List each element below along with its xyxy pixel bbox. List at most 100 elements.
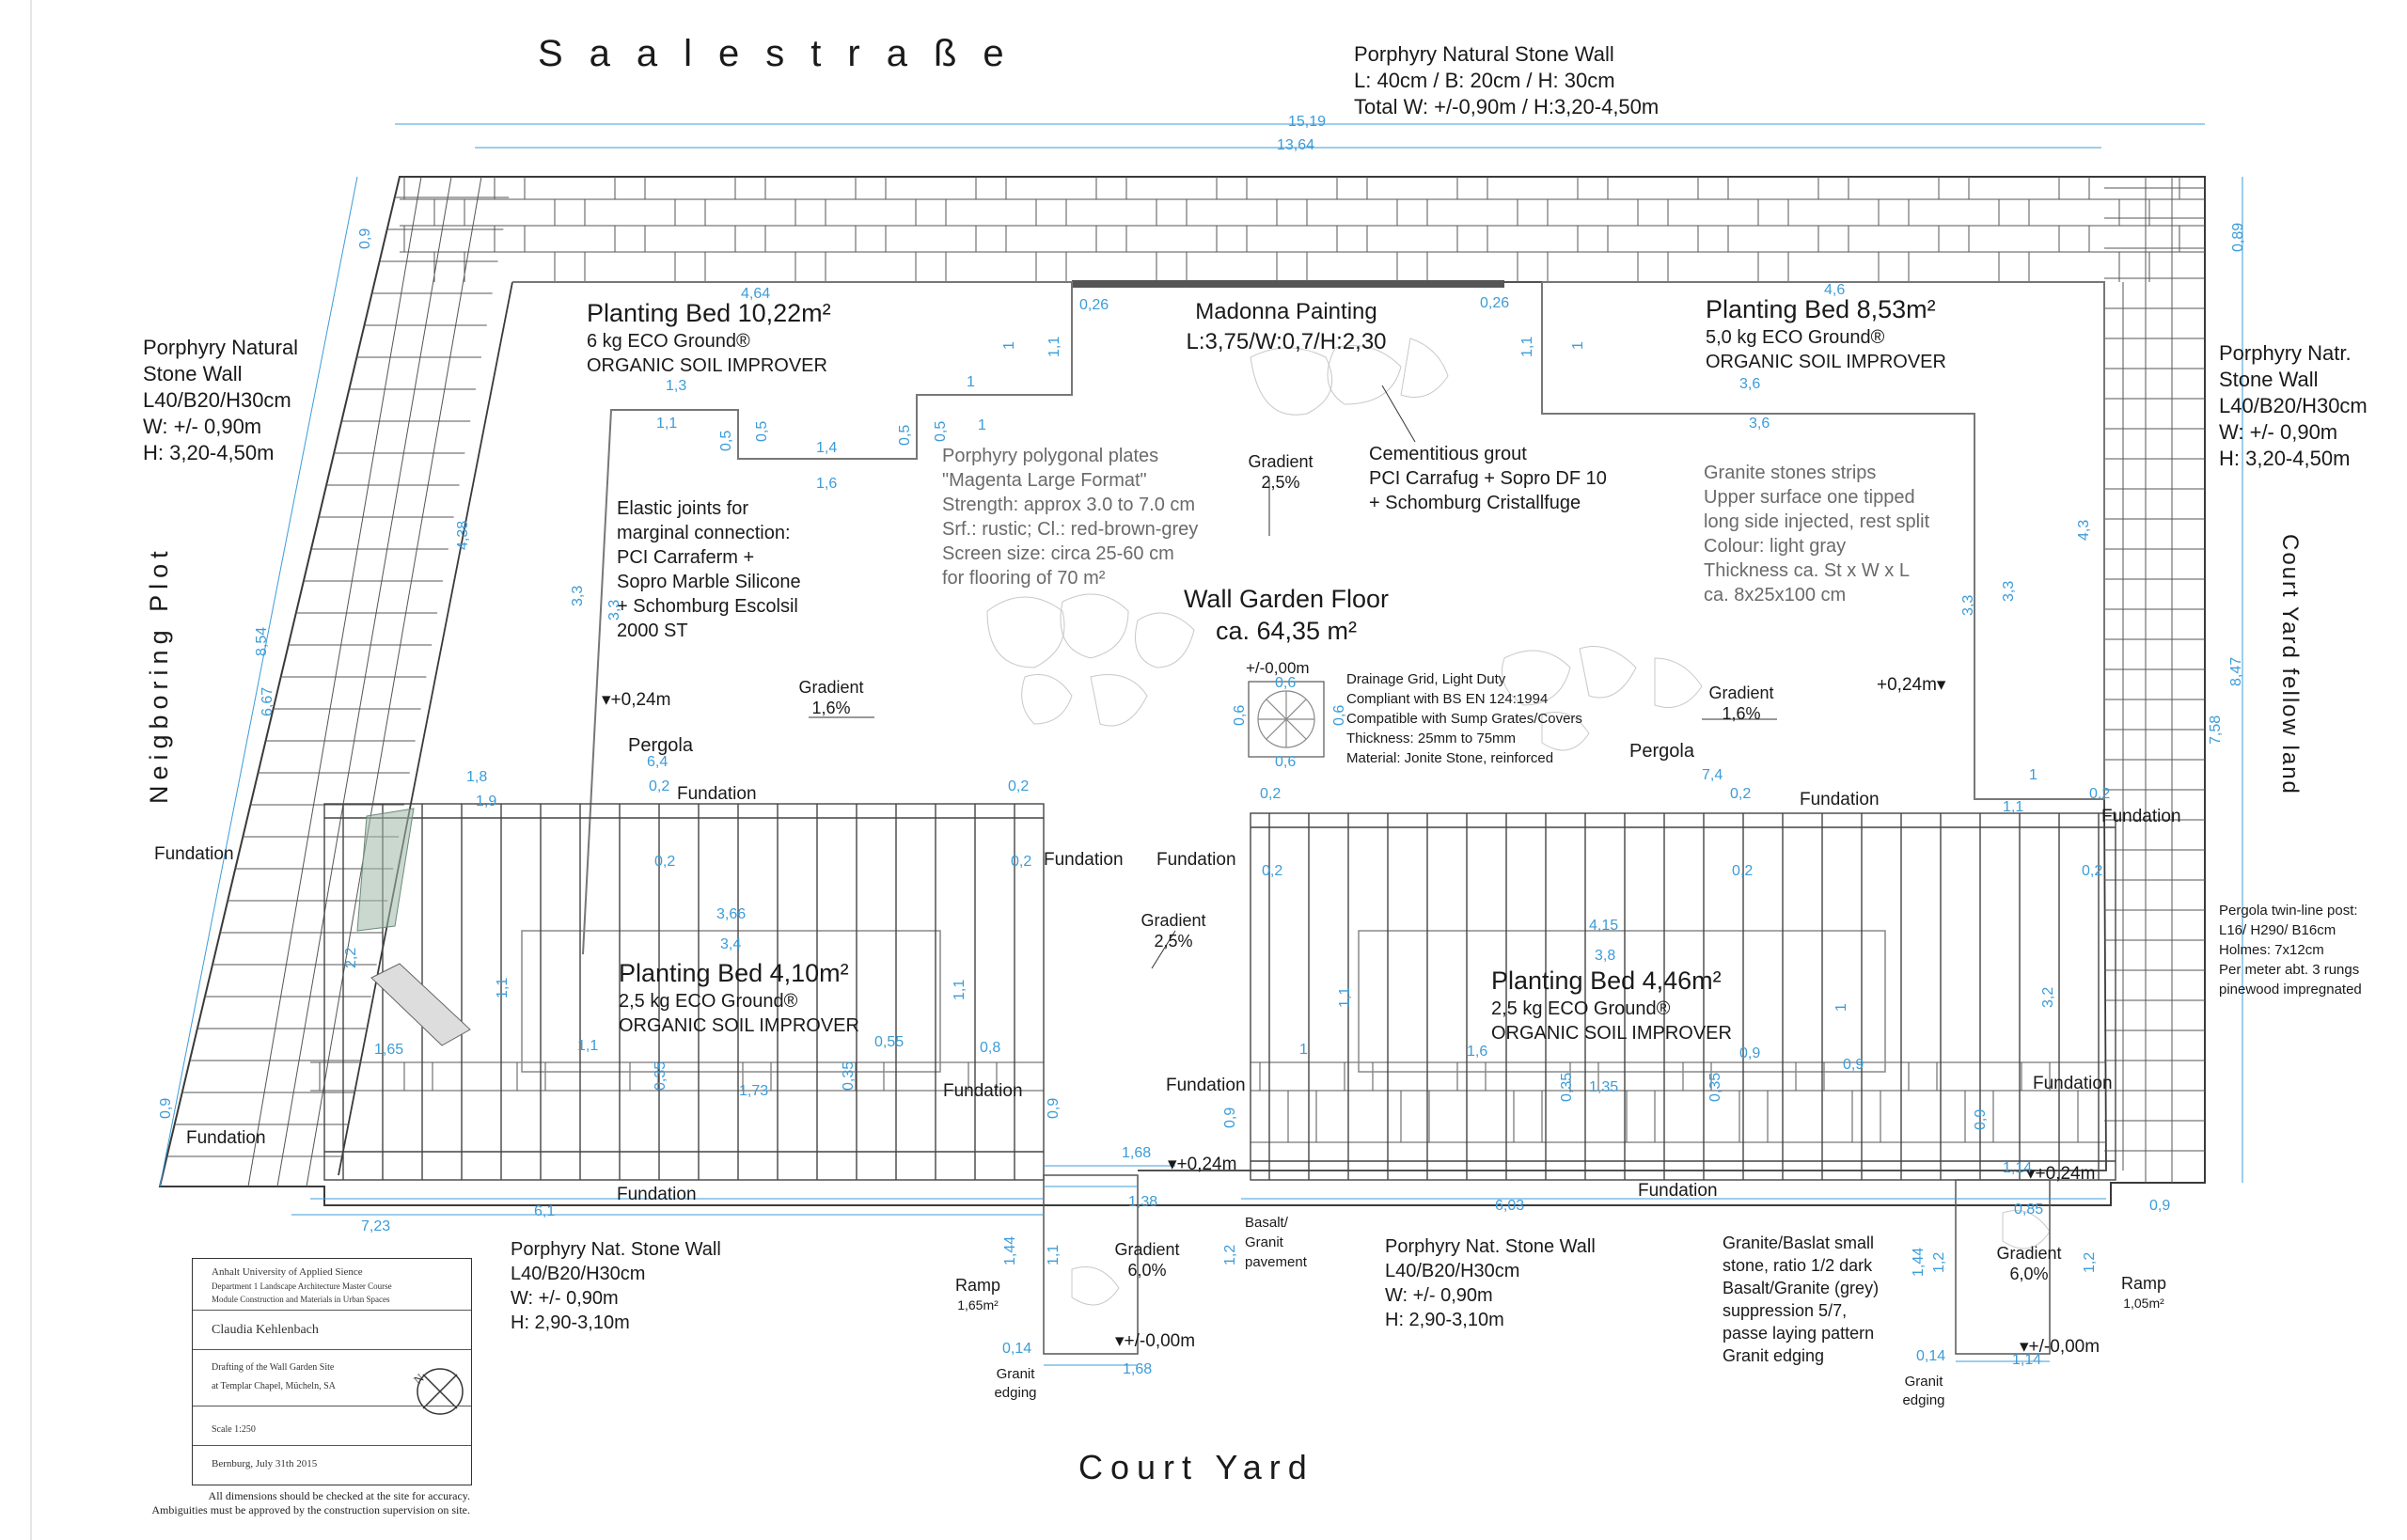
note-line: Pergola twin-line post:: [2219, 903, 2358, 919]
dim-label: 1,4: [816, 440, 838, 456]
madonna-painting-label: Madonna Painting L:3,75/W:0,7/H:2,30: [1155, 297, 1418, 357]
left-wall-line: H: 3,20-4,50m: [143, 441, 275, 464]
level-value: +0,24m: [1176, 1155, 1237, 1174]
level-marker: +0,24m▾: [1877, 673, 1945, 698]
bottom-left-wall-line: L40/B20/H30cm: [511, 1264, 646, 1284]
edging-word: Granit: [996, 1366, 1035, 1382]
note-line: Colour: light gray: [1704, 536, 1847, 557]
top-wall-note: Porphyry Natural Stone Wall L: 40cm / B:…: [1354, 41, 1659, 120]
madonna-painting-bar: [1072, 280, 1504, 288]
top-wall-dims: L: 40cm / B: 20cm / H: 30cm: [1354, 69, 1615, 92]
dim-label: 6,4: [647, 754, 669, 770]
bed-line: ORGANIC SOIL IMPROVER: [1491, 1023, 1732, 1044]
dim-label: 3,66: [716, 906, 747, 922]
tb-scale: Scale 1:250: [212, 1424, 256, 1435]
dim-label: 1,14: [2003, 1160, 2033, 1176]
elastic-joints-note: Elastic joints for marginal connection: …: [617, 496, 801, 643]
dim-label: 4,38: [455, 520, 471, 550]
fundation-label: Fundation: [1166, 1076, 1246, 1095]
footnote: All dimensions should be checked at the …: [150, 1489, 470, 1517]
planting-bed-853-outline: [1541, 281, 2105, 800]
level-marker: ▾+/-0,00m: [1115, 1329, 1195, 1354]
dim-label: 7,4: [1702, 767, 1723, 783]
dim-label: 3,6: [1749, 416, 1770, 432]
dim-label: 1,3: [666, 378, 687, 394]
note-line: ca. 8x25x100 cm: [1704, 585, 1847, 605]
gradient-value: 1,6%: [1722, 704, 1761, 723]
tb-location: at Templar Chapel, Mücheln, SA: [212, 1381, 336, 1391]
ramp-right: [1955, 1179, 2051, 1355]
dim-label: 4,15: [1589, 918, 1619, 934]
fundation-label: Fundation: [1156, 850, 1236, 870]
dim-label: 1: [967, 374, 975, 390]
gradient-word: Gradient: [1141, 911, 1206, 930]
gradient-word: Gradient: [798, 678, 864, 697]
level-marker-drain: +/-0,00m: [1246, 659, 1310, 677]
bottom-mid-wall-line: H: 2,90-3,10m: [1385, 1310, 1504, 1330]
bed-line: ORGANIC SOIL IMPROVER: [619, 1015, 859, 1036]
note-line: for flooring of 70 m²: [942, 568, 1106, 589]
note-line: Granit: [1245, 1234, 1283, 1250]
tb-author: Claudia Kehlenbach: [212, 1323, 319, 1337]
note-line: Strength: approx 3.0 to 7.0 cm: [942, 495, 1196, 515]
right-wall-stones: [2122, 177, 2173, 1183]
left-wall-note: Porphyry Natural Stone Wall L40/B20/H30c…: [143, 335, 298, 466]
tb-divider: [193, 1310, 471, 1311]
dim-label: 0,2: [654, 854, 676, 870]
dim-label: 3,3: [606, 599, 622, 621]
bed-line: 2,5 kg ECO Ground®: [1491, 998, 1671, 1019]
bottom-mid-wall-note: Porphyry Nat. Stone Wall L40/B20/H30cm W…: [1385, 1234, 1596, 1332]
north-arrow: [417, 1368, 464, 1415]
tb-date: Bernburg, July 31th 2015: [212, 1458, 318, 1469]
dim-label: 2,2: [343, 947, 359, 968]
gradient-value: 2,5%: [1261, 473, 1300, 492]
dim-label: 4,64: [741, 286, 771, 302]
fundation-label: Fundation: [943, 1081, 1023, 1101]
level-marker: ▾+0,24m: [1168, 1153, 1236, 1177]
note-line: "Magenta Large Format": [942, 470, 1147, 491]
level-triangle-icon: ▾: [1936, 675, 1946, 695]
bed-title: Planting Bed 4,46m²: [1491, 966, 1722, 995]
dim-label: 0,9: [1222, 1107, 1238, 1128]
dim-label: 0,8: [980, 1040, 1001, 1056]
dim-label: 1: [1833, 1003, 1849, 1012]
dim-label: 4,3: [2076, 519, 2092, 541]
top-wall-stones: [400, 198, 2205, 253]
pergola-left: [323, 803, 1045, 1181]
dim-label: 0,5: [718, 430, 734, 451]
left-wall-line: W: +/- 0,90m: [143, 415, 262, 438]
edging-word: Granit: [1904, 1374, 1943, 1390]
dimension-lines: [159, 123, 2243, 1366]
fundation-label: Fundation: [154, 844, 234, 864]
dim-label: 0,2: [1011, 854, 1032, 870]
tb-module: Module Construction and Materials in Urb…: [212, 1295, 390, 1304]
note-line: + Schomburg Escolsil: [617, 596, 798, 617]
note-line: Thickness ca. St x W x L: [1704, 560, 1910, 581]
planting-bed-1-label: Planting Bed 10,22m² 6 kg ECO Ground® OR…: [587, 297, 831, 378]
fundation-label: Fundation: [677, 784, 757, 804]
level-triangle-icon: ▾: [2026, 1164, 2036, 1184]
bench: [370, 963, 471, 1046]
note-line: 2000 ST: [617, 621, 688, 641]
fundation-label: Fundation: [186, 1128, 266, 1148]
note-line: PCI Carraferm +: [617, 547, 755, 568]
drainage-grid-note: Drainage Grid, Light Duty Compliant with…: [1346, 669, 1582, 768]
level-value: +0,24m: [610, 690, 671, 710]
tb-divider: [193, 1445, 471, 1446]
gradient-word: Gradient: [1996, 1244, 2062, 1263]
dim-label: 0,6: [1232, 704, 1248, 726]
dim-label: 0,35: [653, 1061, 669, 1091]
fundation-label: Fundation: [1800, 790, 1880, 809]
note-line: marginal connection:: [617, 523, 791, 543]
inner-wall-left: [338, 281, 513, 1176]
note-line: L16/ H290/ B16cm: [2219, 922, 2336, 938]
dim-label: 13,64: [1277, 137, 1315, 153]
ramp-word: Ramp: [2120, 1274, 2166, 1293]
granit-edging-left: Granit edging: [987, 1365, 1044, 1403]
dim-label: 0,6: [1275, 754, 1297, 770]
bed-title: Planting Bed 10,22m²: [587, 299, 831, 327]
note-line: Porphyry polygonal plates: [942, 446, 1159, 466]
edging-word: edging: [994, 1385, 1037, 1401]
